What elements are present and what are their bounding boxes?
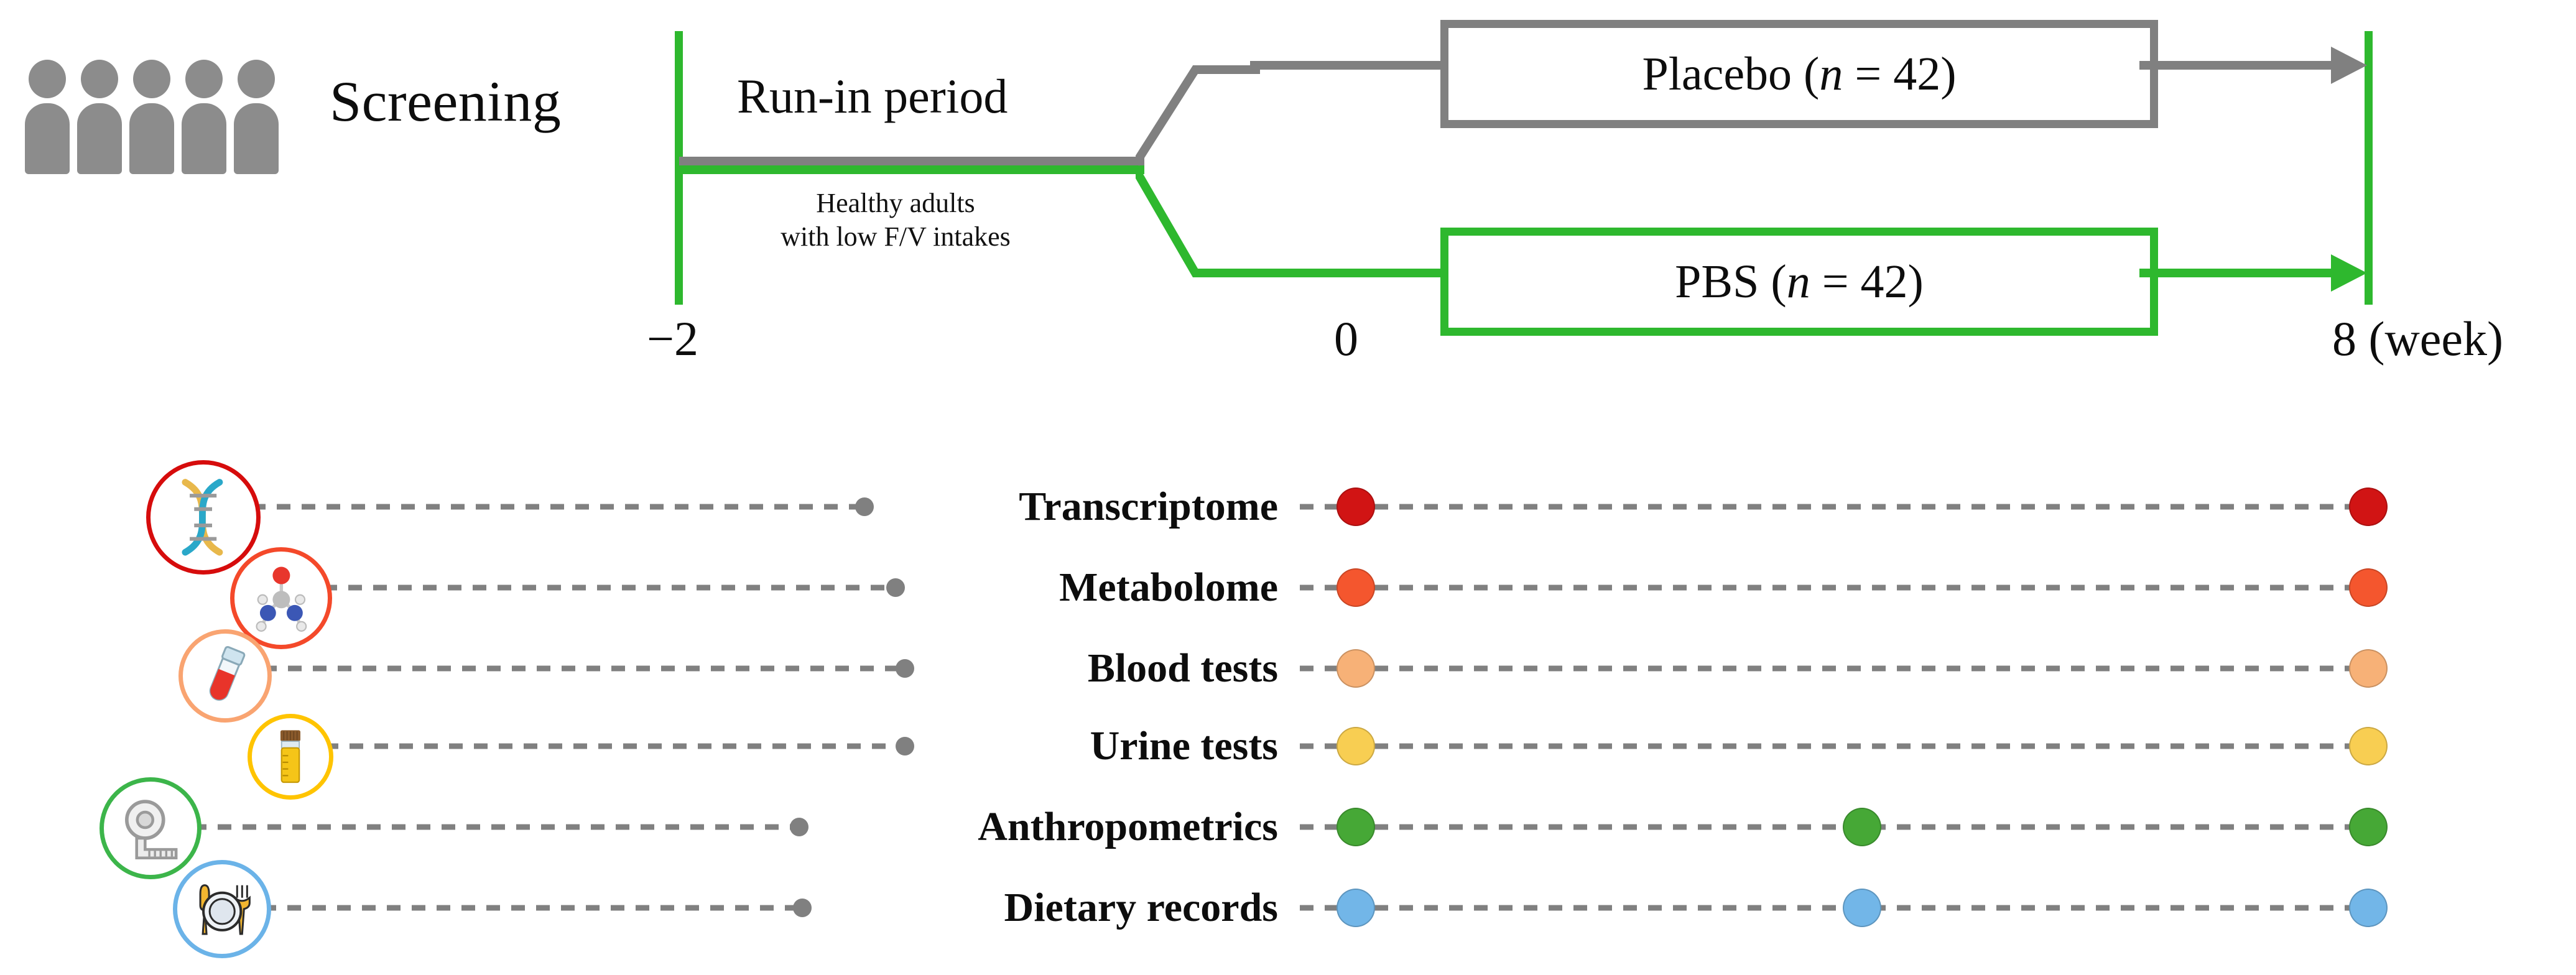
measurement-timeline xyxy=(1300,504,2374,510)
leader-bullet-icon xyxy=(855,497,874,516)
leader-bullet-icon xyxy=(886,578,905,597)
measurement-row: Dietary records xyxy=(0,885,2576,930)
timepoint-dot xyxy=(1337,649,1375,688)
measurement-label: Metabolome xyxy=(1059,565,1278,610)
tail-line-placebo xyxy=(2139,61,2337,70)
person-silhouette xyxy=(25,56,70,174)
pbs-group-box: PBS (n = 42) xyxy=(1440,228,2158,336)
measurement-row: Anthropometrics xyxy=(0,804,2576,849)
measurement-timeline xyxy=(1300,905,2374,911)
person-silhouette xyxy=(182,56,226,174)
person-silhouette xyxy=(129,56,174,174)
leader-bullet-icon xyxy=(896,737,914,756)
timepoint-dot xyxy=(2349,487,2388,526)
measurement-timeline xyxy=(1300,743,2374,749)
measurement-schedule-panel: Transcriptome Metabolome xyxy=(0,429,2576,975)
timeline-marker-week-minus2 xyxy=(675,31,683,305)
axis-tick-week-0: 0 xyxy=(1334,312,1358,366)
measurement-timeline xyxy=(1300,585,2374,591)
tail-line-pbs xyxy=(2139,269,2337,277)
measurement-label: Anthropometrics xyxy=(978,804,1278,849)
branch-arm-pbs xyxy=(1136,167,1260,277)
measuring-tape-icon xyxy=(100,777,202,879)
measurement-row: Urine tests xyxy=(0,723,2576,769)
molecule-icon xyxy=(230,547,332,649)
timepoint-dot xyxy=(1337,889,1375,927)
person-silhouette xyxy=(234,56,279,174)
timepoint-dot xyxy=(2349,727,2388,765)
dna-helix-icon xyxy=(146,460,261,575)
branch-arm-placebo xyxy=(1136,65,1260,166)
lead-line-placebo xyxy=(1250,61,1443,70)
measurement-row: Blood tests xyxy=(0,645,2576,691)
timepoint-dot xyxy=(2349,568,2388,607)
timepoint-dot xyxy=(1337,808,1375,846)
measurement-label: Urine tests xyxy=(1090,723,1278,769)
runin-sublabel-line-2: with low F/V intakes xyxy=(781,221,1011,252)
axis-tick-week-8: 8 (week) xyxy=(2332,312,2504,366)
measurement-timeline xyxy=(1300,665,2374,672)
placebo-group-label: Placebo (n = 42) xyxy=(1642,47,1957,100)
urine-container-icon xyxy=(248,714,333,800)
runin-period-label: Run-in period xyxy=(737,69,1008,123)
leader-line xyxy=(323,585,896,591)
screening-label: Screening xyxy=(330,70,562,133)
trunk-line-gray xyxy=(679,157,1144,165)
arrowhead-pbs-icon xyxy=(2331,254,2367,292)
plate-cutlery-icon xyxy=(173,860,271,958)
leader-bullet-icon xyxy=(896,659,914,678)
arrowhead-placebo-icon xyxy=(2331,47,2367,84)
leader-line xyxy=(262,905,802,911)
measurement-timeline xyxy=(1300,824,2374,830)
timepoint-dot xyxy=(1337,487,1375,526)
pbs-group-label: PBS (n = 42) xyxy=(1675,255,1924,308)
measurement-label: Blood tests xyxy=(1087,645,1278,691)
lead-line-pbs xyxy=(1250,269,1443,277)
people-group-icon xyxy=(25,56,286,174)
timepoint-dot xyxy=(1843,889,1881,927)
placebo-group-box: Placebo (n = 42) xyxy=(1440,20,2158,128)
timepoint-dot xyxy=(2349,808,2388,846)
timepoint-dot xyxy=(1337,727,1375,765)
runin-sublabel-line-1: Healthy adults xyxy=(816,188,975,218)
measurement-row: Metabolome xyxy=(0,565,2576,610)
measurement-label: Transcriptome xyxy=(1019,484,1278,529)
measurement-label: Dietary records xyxy=(1004,885,1278,930)
leader-bullet-icon xyxy=(793,899,812,917)
blood-tube-icon xyxy=(178,629,272,723)
leader-bullet-icon xyxy=(790,818,808,836)
leader-line xyxy=(252,504,864,510)
measurement-row: Transcriptome xyxy=(0,484,2576,529)
timepoint-dot xyxy=(2349,649,2388,688)
axis-tick-week-minus2: −2 xyxy=(647,312,698,366)
trunk-line-green xyxy=(679,165,1144,174)
timepoint-dot xyxy=(2349,889,2388,927)
runin-period-sublabel: Healthy adults with low F/V intakes xyxy=(734,187,1057,253)
person-silhouette xyxy=(77,56,122,174)
timeline-marker-week-8 xyxy=(2365,31,2373,305)
timepoint-dot xyxy=(1843,808,1881,846)
leader-line xyxy=(325,743,905,749)
leader-line xyxy=(193,824,799,830)
leader-line xyxy=(263,665,905,672)
timepoint-dot xyxy=(1337,568,1375,607)
